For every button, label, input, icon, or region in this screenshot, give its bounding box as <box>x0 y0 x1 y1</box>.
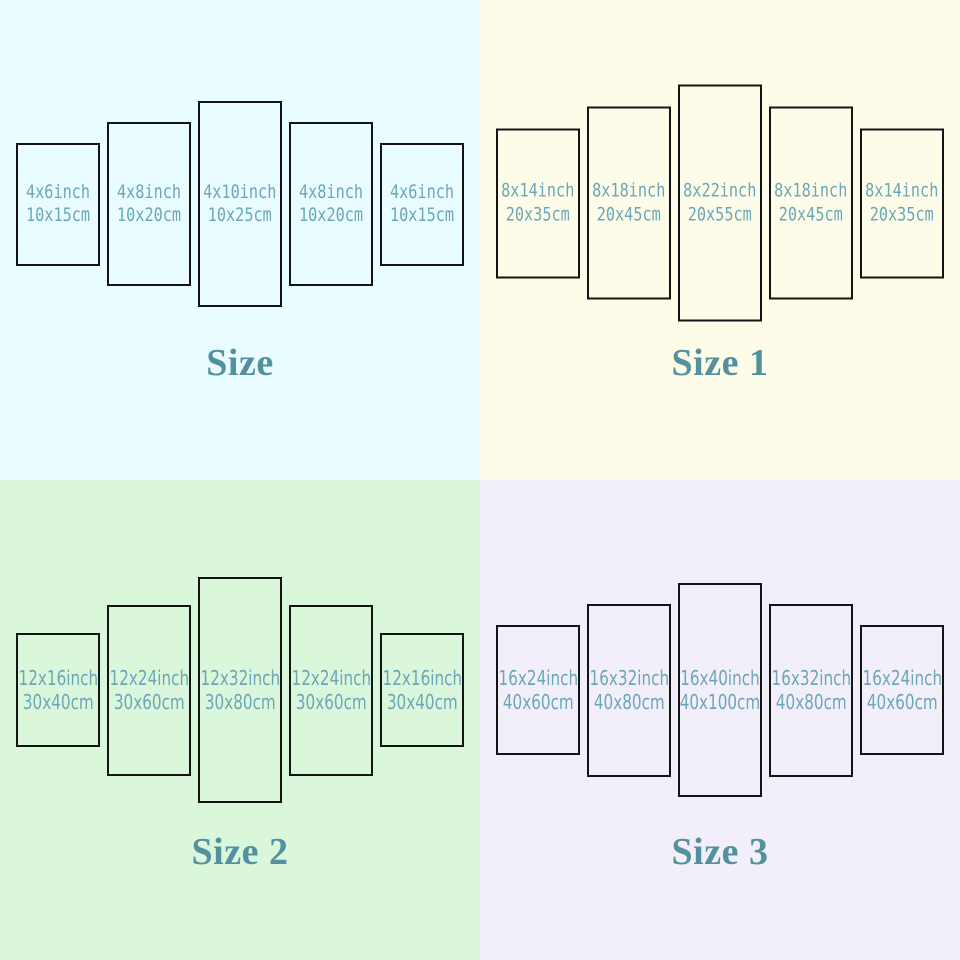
panel-size-cm: 10x20cm <box>298 204 364 226</box>
panel-size-inch: 16x24inch <box>862 665 942 690</box>
panel-size-label: 4x6inch 10x15cm <box>26 181 90 227</box>
panel-size-label: 8x18inch 20x45cm <box>592 180 665 226</box>
canvas-panel: 12x16inch 30x40cm <box>380 633 464 747</box>
quadrant-title: Size 3 <box>671 831 769 873</box>
panel-size-inch: 8x14inch <box>865 179 939 202</box>
panel-size-inch: 12x24inch <box>291 665 371 690</box>
panel-size-label: 12x24inch 30x60cm <box>291 666 371 715</box>
panel-size-label: 8x18inch 20x45cm <box>774 180 847 226</box>
panel-row: 8x14inch 20x35cm 8x18inch 20x45cm 8x22in… <box>496 84 944 322</box>
panel-size-cm: 20x45cm <box>596 203 662 225</box>
panel-size-inch: 8x18inch <box>774 179 848 202</box>
panel-size-inch: 16x32inch <box>771 665 851 690</box>
panel-size-inch: 16x32inch <box>589 665 669 690</box>
panel-size-inch: 8x22inch <box>683 179 757 202</box>
panel-size-cm: 10x15cm <box>389 204 455 226</box>
panel-size-inch: 4x6inch <box>389 180 455 203</box>
canvas-panel: 8x18inch 20x45cm <box>769 106 853 300</box>
canvas-panel: 12x16inch 30x40cm <box>16 633 100 747</box>
panel-size-inch: 4x6inch <box>25 180 91 203</box>
panel-size-inch: 12x16inch <box>18 665 98 690</box>
quadrant-title: Size 1 <box>671 342 769 384</box>
panel-size-cm: 30x80cm <box>204 690 276 714</box>
panel-size-label: 16x24inch 40x60cm <box>498 666 578 715</box>
canvas-panel: 4x8inch 10x20cm <box>107 122 191 286</box>
panel-size-cm: 20x35cm <box>505 203 571 225</box>
panel-size-inch: 4x8inch <box>298 180 364 203</box>
panel-row: 12x16inch 30x40cm 12x24inch 30x60cm 12x3… <box>16 577 464 803</box>
quadrant-title: Size 2 <box>191 831 289 873</box>
panel-size-label: 16x32inch 40x80cm <box>589 666 669 715</box>
panel-size-label: 4x8inch 10x20cm <box>117 181 181 227</box>
panel-size-cm: 30x40cm <box>386 690 458 714</box>
canvas-panel: 16x24inch 40x60cm <box>860 625 944 755</box>
panel-size-label: 4x8inch 10x20cm <box>299 181 363 227</box>
panel-size-inch: 12x24inch <box>109 665 189 690</box>
panel-size-label: 12x32inch 30x80cm <box>200 666 280 715</box>
panel-row: 4x6inch 10x15cm 4x8inch 10x20cm 4x10inch… <box>16 101 464 307</box>
canvas-panel: 12x24inch 30x60cm <box>107 604 191 776</box>
quadrant-size-1: 8x14inch 20x35cm 8x18inch 20x45cm 8x22in… <box>480 0 960 480</box>
quadrant-title: Size <box>206 342 274 384</box>
panel-size-inch: 16x24inch <box>498 665 578 690</box>
panel-size-label: 12x16inch 30x40cm <box>18 666 98 715</box>
panel-size-cm: 20x45cm <box>778 203 844 225</box>
quadrant-size: 4x6inch 10x15cm 4x8inch 10x20cm 4x10inch… <box>0 0 480 480</box>
canvas-panel: 4x6inch 10x15cm <box>16 142 100 266</box>
canvas-panel: 16x32inch 40x80cm <box>587 603 671 777</box>
panel-size-label: 12x16inch 30x40cm <box>382 666 462 715</box>
canvas-panel: 16x24inch 40x60cm <box>496 625 580 755</box>
panel-size-inch: 12x16inch <box>382 665 462 690</box>
quadrant-size-3: 16x24inch 40x60cm 16x32inch 40x80cm 16x4… <box>480 480 960 960</box>
panel-size-inch: 16x40inch <box>680 665 760 690</box>
panel-size-label: 16x24inch 40x60cm <box>862 666 942 715</box>
panel-size-label: 8x22inch 20x55cm <box>683 180 756 226</box>
panel-size-cm: 20x55cm <box>687 203 753 225</box>
panel-size-cm: 20x35cm <box>869 203 935 225</box>
panel-size-inch: 8x14inch <box>501 179 575 202</box>
panel-size-label: 8x14inch 20x35cm <box>501 180 574 226</box>
panel-size-cm: 30x40cm <box>22 690 94 714</box>
panel-row: 16x24inch 40x60cm 16x32inch 40x80cm 16x4… <box>496 583 944 797</box>
panel-size-cm: 40x60cm <box>866 690 938 714</box>
panel-size-cm: 40x100cm <box>679 690 761 714</box>
canvas-panel: 12x24inch 30x60cm <box>289 604 373 776</box>
panel-size-label: 4x10inch 10x25cm <box>203 181 276 227</box>
panel-size-cm: 40x60cm <box>502 690 574 714</box>
panel-size-label: 16x32inch 40x80cm <box>771 666 851 715</box>
panel-size-cm: 40x80cm <box>593 690 665 714</box>
panel-size-label: 4x6inch 10x15cm <box>390 181 454 227</box>
canvas-panel: 16x40inch 40x100cm <box>678 583 762 797</box>
canvas-panel: 8x14inch 20x35cm <box>496 128 580 278</box>
canvas-panel: 8x22inch 20x55cm <box>678 84 762 322</box>
canvas-panel: 16x32inch 40x80cm <box>769 603 853 777</box>
quadrant-size-2: 12x16inch 30x40cm 12x24inch 30x60cm 12x3… <box>0 480 480 960</box>
panel-size-inch: 8x18inch <box>592 179 666 202</box>
panel-size-cm: 40x80cm <box>775 690 847 714</box>
panel-size-cm: 10x25cm <box>207 204 273 226</box>
canvas-panel: 8x18inch 20x45cm <box>587 106 671 300</box>
canvas-panel: 4x10inch 10x25cm <box>198 101 282 307</box>
panel-size-inch: 4x10inch <box>203 180 277 203</box>
canvas-panel: 4x6inch 10x15cm <box>380 142 464 266</box>
panel-size-inch: 4x8inch <box>116 180 182 203</box>
panel-size-cm: 10x20cm <box>116 204 182 226</box>
panel-size-cm: 30x60cm <box>113 690 185 714</box>
panel-size-label: 16x40inch 40x100cm <box>680 666 761 715</box>
panel-size-cm: 30x60cm <box>295 690 367 714</box>
panel-size-label: 8x14inch 20x35cm <box>865 180 938 226</box>
panel-size-cm: 10x15cm <box>25 204 91 226</box>
panel-size-label: 12x24inch 30x60cm <box>109 666 189 715</box>
canvas-panel: 12x32inch 30x80cm <box>198 577 282 803</box>
panel-size-inch: 12x32inch <box>200 665 280 690</box>
canvas-panel: 8x14inch 20x35cm <box>860 128 944 278</box>
canvas-panel: 4x8inch 10x20cm <box>289 122 373 286</box>
